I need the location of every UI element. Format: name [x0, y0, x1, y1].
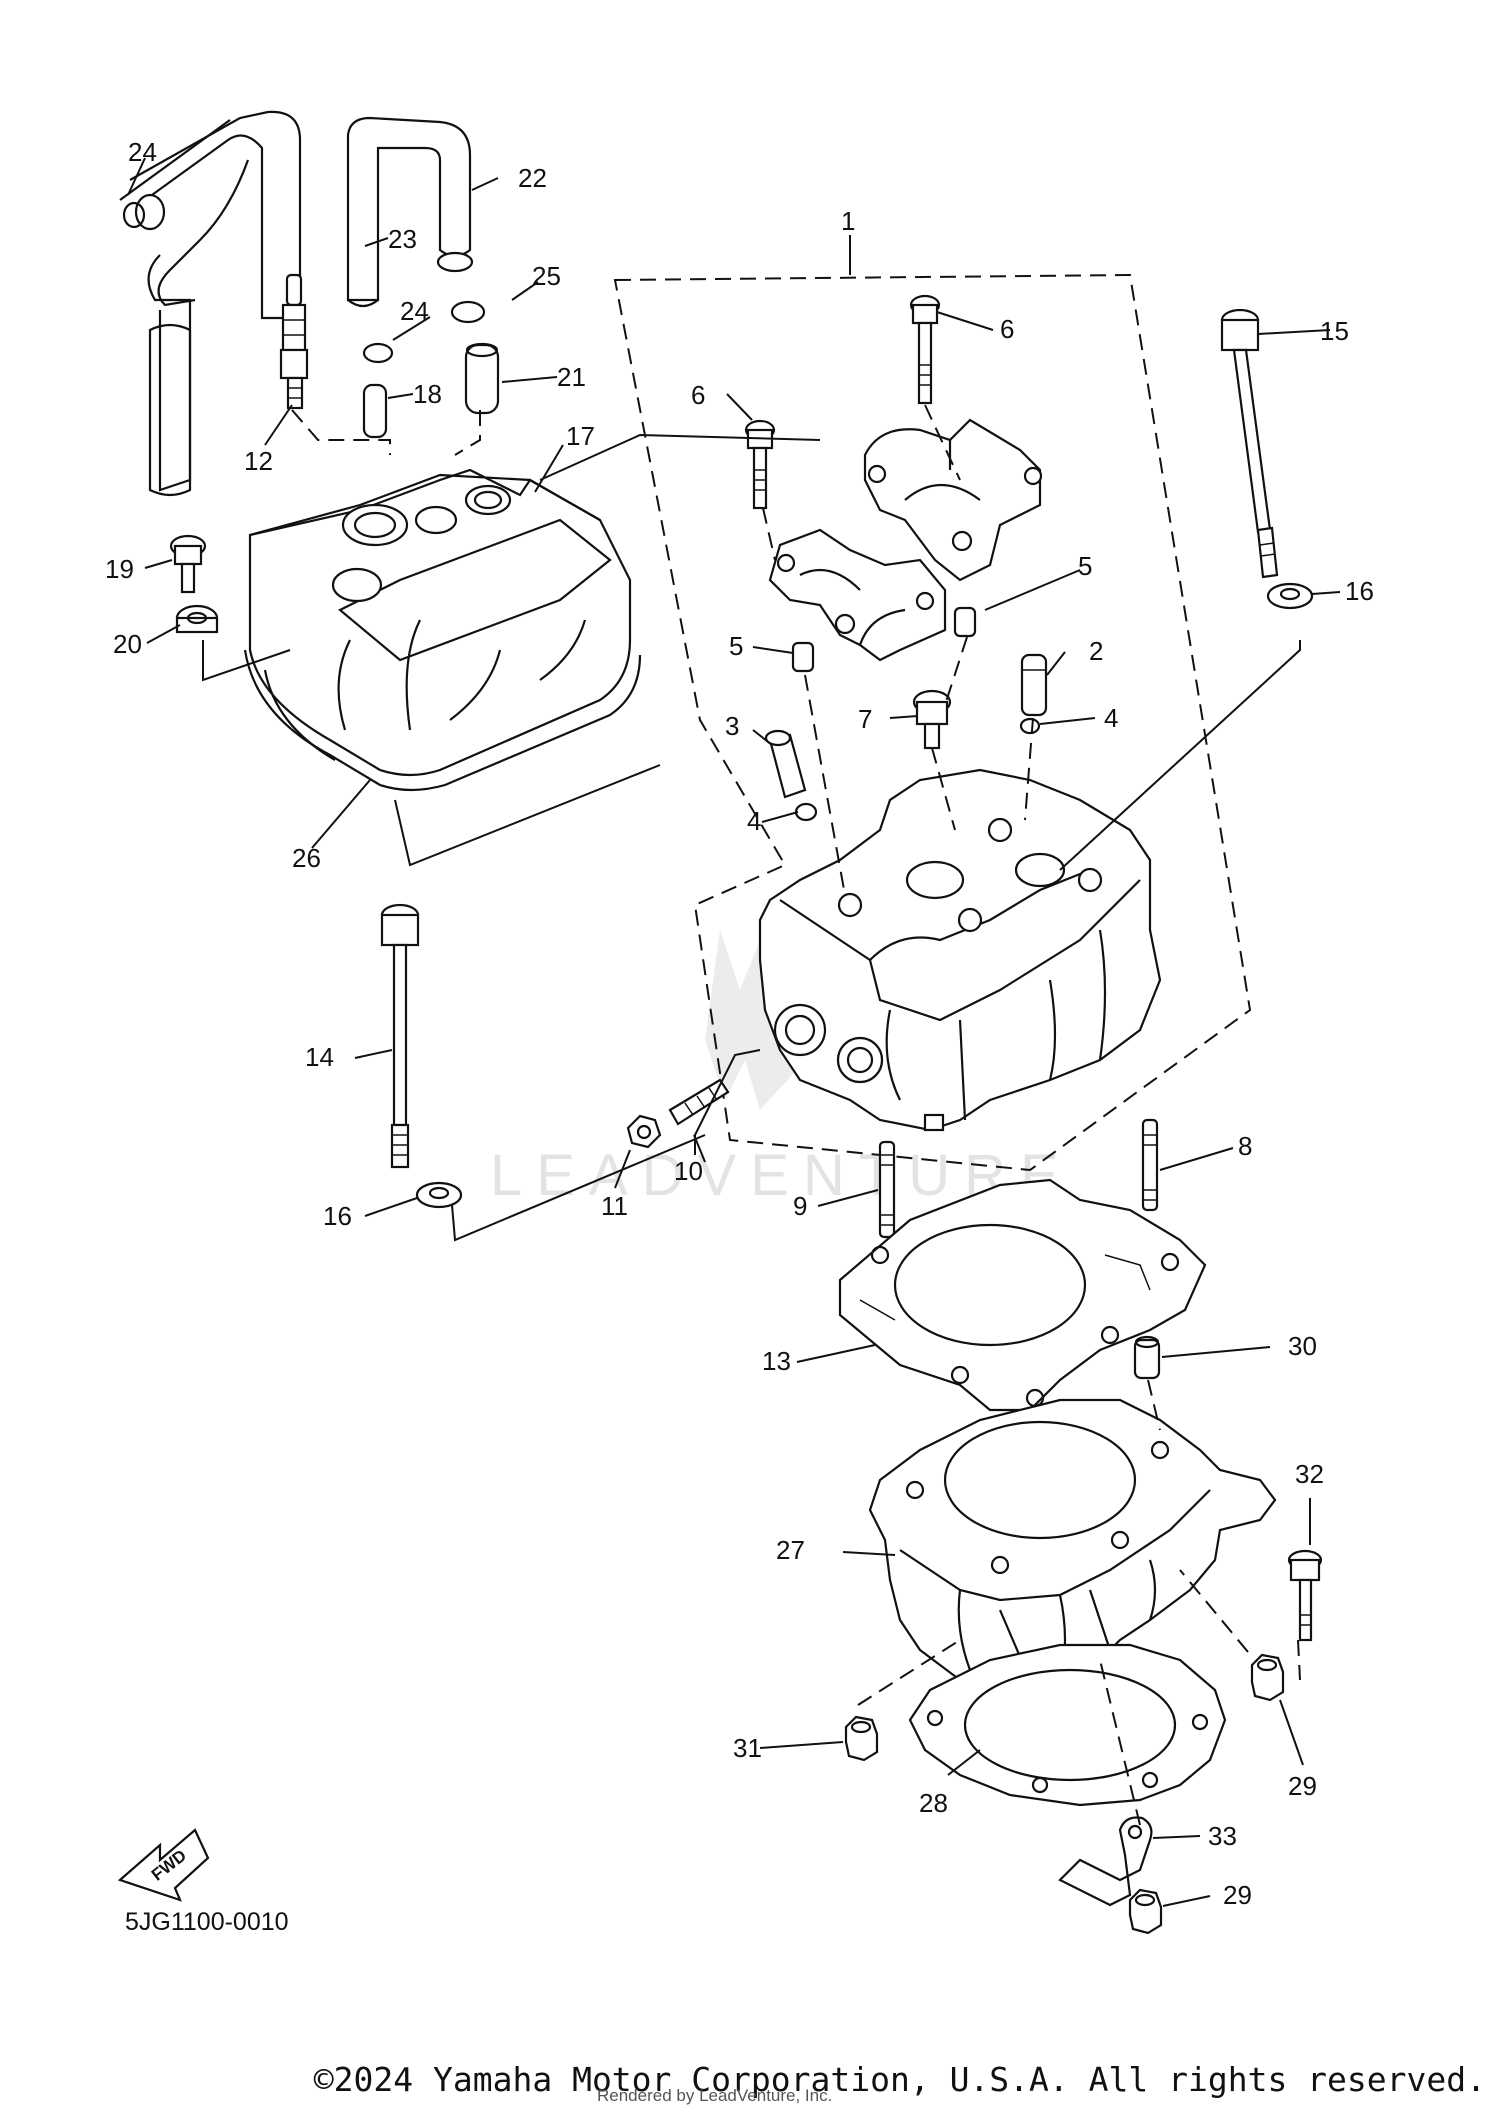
cap-bolt-6-right — [909, 294, 941, 405]
callout-28: 28 — [919, 1788, 948, 1818]
washer-16-left — [415, 1181, 463, 1209]
callout-15: 15 — [1320, 316, 1349, 346]
rendered-by-notice: Rendered by LeadVenture, Inc. — [597, 2086, 833, 2105]
nut-31 — [844, 1715, 879, 1762]
hose-clip-24-left — [122, 201, 146, 229]
joint-18 — [362, 383, 388, 439]
fwd-arrow-icon: FWD — [117, 1828, 210, 1902]
plug-3 — [764, 729, 807, 799]
callout-26: 26 — [292, 843, 321, 873]
bolt-7 — [912, 689, 952, 750]
callout-12: 12 — [244, 446, 273, 476]
callout-21: 21 — [557, 362, 586, 392]
callout-labels: 1 2 3 4 4 5 5 6 6 7 8 9 10 11 12 13 14 1… — [105, 137, 1374, 1910]
callout-5-left: 5 — [729, 631, 743, 661]
dowel-5-right — [953, 606, 977, 638]
nut-11 — [626, 1114, 662, 1149]
o-ring-4-right — [1019, 717, 1041, 735]
callout-13: 13 — [762, 1346, 791, 1376]
callout-6-left: 6 — [691, 380, 705, 410]
callout-19: 19 — [105, 554, 134, 584]
callout-3: 3 — [725, 711, 739, 741]
cylinder-head — [758, 768, 1162, 1132]
callout-4-right: 4 — [1104, 703, 1118, 733]
callout-10: 10 — [674, 1156, 703, 1186]
callout-6-right: 6 — [1000, 314, 1014, 344]
nut-29-lower — [1128, 1888, 1163, 1935]
callout-24-left: 24 — [128, 137, 157, 167]
callout-23: 23 — [388, 224, 417, 254]
stud-10 — [668, 1078, 730, 1126]
callout-16-right: 16 — [1345, 576, 1374, 606]
nut-29-upper — [1250, 1653, 1285, 1702]
washer-20 — [175, 604, 219, 634]
callout-16-left: 16 — [323, 1201, 352, 1231]
callout-32: 32 — [1295, 1459, 1324, 1489]
hose-clip-24-right — [362, 342, 394, 364]
callout-18: 18 — [413, 379, 442, 409]
cover-gasket-26 — [243, 649, 642, 792]
callout-17: 17 — [566, 421, 595, 451]
hose-clip-25 — [450, 300, 486, 324]
cylinder-27 — [868, 1398, 1277, 1692]
callout-27: 27 — [776, 1535, 805, 1565]
o-ring-4-left — [794, 802, 818, 822]
callout-14: 14 — [305, 1042, 334, 1072]
copyright-notice: ©2024 Yamaha Motor Corporation, U.S.A. A… — [313, 2060, 1486, 2099]
callout-25: 25 — [532, 261, 561, 291]
dowel-5-left — [791, 641, 815, 673]
callout-4-left: 4 — [747, 806, 761, 836]
callout-8: 8 — [1238, 1131, 1252, 1161]
cylinder-head-cover-17 — [248, 468, 632, 777]
callout-31: 31 — [733, 1733, 762, 1763]
leader-lines — [127, 157, 1341, 1907]
stud-bolt-8 — [1141, 1118, 1159, 1212]
spark-plug-12 — [279, 273, 309, 410]
breather-hose-22 — [346, 116, 474, 308]
callout-1: 1 — [841, 206, 855, 236]
callout-9: 9 — [793, 1191, 807, 1221]
callout-7: 7 — [858, 704, 872, 734]
stud-bolt-9 — [878, 1140, 896, 1239]
watermark-text: LEADVENTURE — [490, 1143, 1073, 1208]
bolt-32 — [1287, 1549, 1323, 1642]
plug-2 — [1020, 653, 1048, 717]
dowel-30 — [1133, 1335, 1161, 1380]
washer-16-right — [1266, 582, 1314, 610]
callout-24-right: 24 — [400, 296, 429, 326]
callout-2: 2 — [1089, 636, 1103, 666]
watermark: LEADVENTURE — [490, 930, 1073, 1208]
callout-11: 11 — [601, 1191, 628, 1221]
camshaft-cap-lower — [768, 528, 947, 662]
callout-5-right: 5 — [1078, 551, 1092, 581]
plate-33 — [1058, 1816, 1153, 1907]
callout-29-lower: 29 — [1223, 1880, 1252, 1910]
callout-22: 22 — [518, 163, 547, 193]
assembly-box-1 — [613, 273, 1252, 1172]
cylinder-base-gasket-28 — [908, 1643, 1227, 1807]
callout-30: 30 — [1288, 1331, 1317, 1361]
joint-21 — [464, 342, 500, 415]
callout-20: 20 — [113, 629, 142, 659]
diagram-code: 5JG1100-0010 — [125, 1908, 289, 1936]
cylinder-bolt-15 — [1220, 308, 1279, 579]
callout-33: 33 — [1208, 1821, 1237, 1851]
cylinder-head-gasket-13 — [838, 1178, 1207, 1412]
callout-29-upper: 29 — [1288, 1771, 1317, 1801]
breather-hose-23 — [119, 110, 302, 497]
cylinder-bolt-14 — [380, 903, 420, 1169]
cap-bolt-6-left — [744, 419, 776, 510]
bolt-19 — [169, 534, 207, 594]
camshaft-cap-upper — [863, 418, 1043, 582]
